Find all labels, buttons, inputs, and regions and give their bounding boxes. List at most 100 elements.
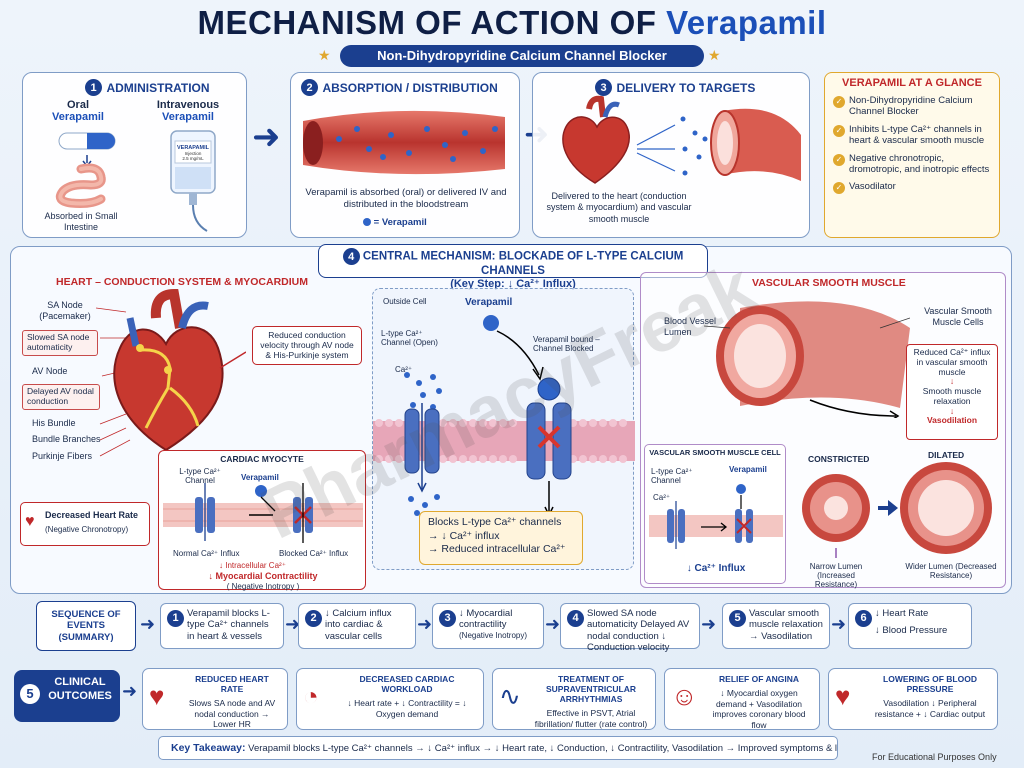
open-channel-icon — [404, 403, 440, 493]
av-node-label: AV Node — [32, 366, 68, 376]
constricted-vessel-icon — [802, 474, 870, 542]
molecule-icon — [363, 218, 371, 227]
myocyte-title: CARDIAC MYOCYTE — [220, 454, 304, 464]
step2-text: Verapamil is absorbed (oral) or delivere… — [305, 187, 507, 210]
title-main: MECHANISM OF ACTION OF — [197, 4, 667, 41]
glance-item: ✓Inhibits L-type Ca²⁺ channels in heart … — [833, 124, 991, 147]
decreased-hr-label: Decreased Heart Rate — [45, 510, 139, 520]
outcomes-number: 5 — [20, 684, 40, 704]
glance-item: ✓Non-Dihydropyridine Calcium Channel Blo… — [833, 95, 991, 118]
heart-down-icon: ♥ — [25, 513, 35, 530]
outcome-title: LOWERING OF BLOOD PRESSURE — [883, 674, 977, 694]
glance-item-text: Non-Dihydropyridine Calcium Channel Bloc… — [849, 95, 973, 118]
outcome-title: DECREASED CARDIAC WORKLOAD — [359, 674, 455, 694]
outcome-card: ☺ RELIEF OF ANGINA ↓ Myocardial oxygen dem… — [664, 668, 820, 730]
verapamil-molecules — [336, 126, 498, 162]
step4-subtitle: (Key Step: ↓ Ca²⁺ Influx) — [450, 278, 576, 290]
step-number: 5 — [729, 610, 746, 627]
check-circle-icon: ✓ — [833, 124, 845, 137]
outcome-text: ↓ Heart rate + ↓ Contractility = ↓ Oxyge… — [347, 698, 467, 719]
neg-ino-label: ( Negative Inotropy ) — [226, 582, 300, 591]
dilated-vessel-icon — [900, 462, 992, 554]
glance-item-text: Negative chronotropic, dromotropic, and … — [849, 152, 990, 175]
narrow-lumen-label: Narrow Lumen (Increased Resistance) — [809, 562, 863, 590]
step3-text: Delivered to the heart (conduction syste… — [546, 191, 692, 224]
step2-header: 2 ABSORPTION / DISTRIBUTION — [301, 79, 498, 97]
takeaway-label: Key Takeaway: — [171, 742, 246, 754]
step-number: 6 — [855, 610, 872, 627]
reduced-conduction-box: Reduced conduction velocity through AV n… — [252, 326, 362, 366]
absorbed-label: Absorbed in Small Intestine — [44, 211, 118, 232]
contractility-label: ↓ Myocardial Contractility — [208, 571, 318, 581]
step-number: 4 — [567, 610, 584, 627]
outcome-text: Vasodilation ↓ Peripheral resistance + ↓… — [874, 698, 986, 719]
step2-panel: 2 ABSORPTION / DISTRIBUTION Verapamil is… — [290, 72, 520, 238]
myocyte-membrane-illustration — [163, 483, 363, 543]
outcome-title: RELIEF OF ANGINA — [719, 674, 799, 684]
myocyte-drug-label: Verapamil — [241, 473, 279, 482]
arrow-right-icon: ➜ — [417, 614, 433, 634]
glance-panel: VERAPAMIL AT A GLANCE ✓ Non-Dihydropyridi… — [824, 72, 1000, 238]
vsm-cells-label: Vascular Smooth Muscle Cells — [924, 306, 992, 327]
step-number: 4 — [342, 248, 360, 265]
vsm-section-title: VASCULAR SMOOTH MUSCLE — [752, 277, 906, 289]
outcome-card: ∿ TREATMENT OF SUPRAVENTRICULAR ARRHYTHMI… — [492, 668, 656, 730]
glance-list: ✓ Non-Dihydropyridine Calcium Channel Blo… — [833, 95, 991, 195]
calcium-ions — [404, 372, 442, 410]
arrow-right-icon: ➜ — [122, 681, 138, 701]
sequence-step: 6↓ Heart Rate↓ Blood Pressure — [848, 603, 972, 649]
step3-header: 3 DELIVERY TO TARGETS — [595, 79, 755, 97]
sequence-step: 2↓ Calcium influx into cardiac & vascula… — [298, 603, 416, 649]
his-bundle-label: His Bundle — [32, 418, 76, 428]
oral-drug-label: Verapamil — [52, 111, 104, 123]
blockade-summary-box: Blocks L-type Ca²⁺ channels → ↓ Ca²⁺ inf… — [419, 511, 583, 565]
glance-title: VERAPAMIL AT A GLANCE — [842, 77, 982, 89]
arrow-right-icon: ➜ — [545, 614, 561, 634]
blocked-channel-icon — [526, 377, 572, 517]
outcomes-label: CLINICAL OUTCOMES — [48, 676, 112, 702]
wider-lumen-label: Wider Lumen (Decreased Resistance) — [905, 562, 997, 581]
heart-icon — [562, 95, 630, 184]
purkinje-label: Purkinje Fibers — [32, 451, 93, 461]
bundle-branches-label: Bundle Branches — [32, 434, 101, 444]
step-number: 3 — [439, 610, 456, 627]
sequence-step-text: Slowed SA node automaticity Delayed AV n… — [587, 608, 690, 654]
arrow-right-icon: ➜ — [285, 614, 301, 634]
vsm-effect-box: Reduced Ca²⁺ influx in vascular smooth m… — [906, 344, 998, 440]
star-icon: ★ — [708, 47, 721, 63]
sequence-label: SEQUENCE OF EVENTS (SUMMARY) — [51, 608, 121, 643]
step3-title: DELIVERY TO TARGETS — [616, 81, 756, 95]
sequence-step-text: ↓ Calcium influx into cardiac & vascular… — [325, 608, 392, 642]
vsm-channel-label: L-type Ca²⁺ Channel — [651, 467, 693, 486]
sequence-label-box: SEQUENCE OF EVENTS (SUMMARY) — [36, 601, 136, 651]
lumen-comparison-illustration — [802, 462, 992, 558]
capsule-icon — [58, 132, 116, 150]
iv-label: Intravenous — [156, 99, 220, 111]
person-chest-icon: ☺ — [671, 681, 698, 711]
blood-vessel-illustration — [303, 110, 505, 175]
vsm-vasodilation-label: Vasodilation — [926, 415, 978, 426]
key-takeaway-bar: Key Takeaway: Verapamil blocks L-type Ca… — [158, 736, 838, 760]
intracellular-label: ↓ Intracellular Ca²⁺ — [219, 561, 286, 570]
center-bound-label: Verapamil bound – Channel Blocked — [533, 335, 600, 354]
step3-panel: 3 DELIVERY TO TARGETS Delivered to the h… — [532, 72, 810, 238]
down-arrow-icon: ↓ — [949, 405, 955, 416]
sequence-step-sub: (Negative Inotropy) — [459, 630, 528, 640]
arrow-right-icon: ➜ — [252, 118, 281, 156]
outcome-text: ↓ Myocardial oxygen demand + Vasodilatio… — [712, 688, 806, 730]
step-number: 2 — [305, 610, 322, 627]
bag-sub1: Injection — [185, 151, 202, 156]
step4-title: CENTRAL MECHANISM: BLOCKADE OF L-TYPE CA… — [362, 250, 684, 277]
vessel-cross-section-illustration — [703, 301, 910, 418]
outcome-title: TREATMENT OF SUPRAVENTRICULAR ARRHYTHMIA… — [545, 674, 637, 704]
iv-bag-icon: VERAPAMIL Injection 2.5 mg/mL — [170, 130, 216, 232]
ecg-icon: ∿ — [499, 681, 521, 711]
constricted-label: CONSTRICTED — [808, 454, 870, 464]
sa-effect-box: Slowed SA node automaticity — [22, 330, 98, 356]
check-circle-icon: ✓ — [833, 182, 845, 195]
step-number: 1 — [85, 79, 102, 97]
center-drug-label: Verapamil — [465, 297, 513, 308]
step1-header: 1 ADMINISTRATION — [85, 79, 210, 97]
